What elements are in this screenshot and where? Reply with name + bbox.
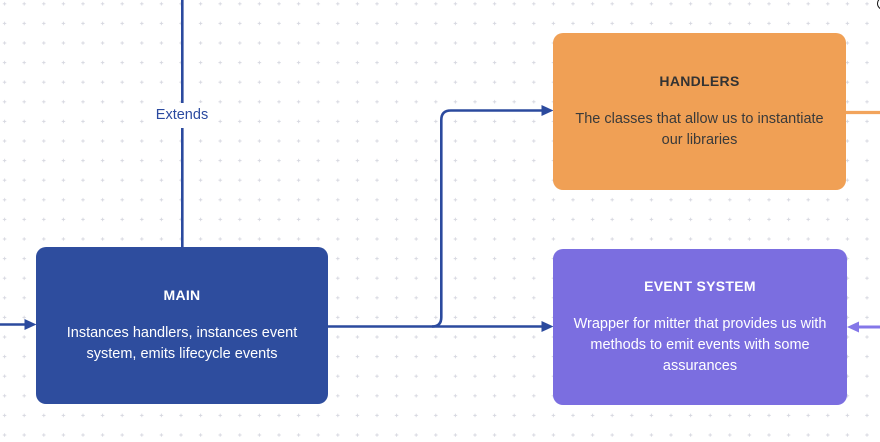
edge-main-to-handlers[interactable] [431, 105, 554, 328]
edge-label-extends[interactable]: Extends [148, 103, 216, 128]
node-main-body: Instances handlers, instances event syst… [66, 324, 298, 362]
edge-left-into-main[interactable] [0, 319, 37, 330]
node-main[interactable]: MAIN Instances handlers, instances event… [36, 247, 328, 404]
node-main-title: MAIN [163, 286, 201, 303]
node-handlers-title: HANDLERS [659, 72, 740, 89]
node-event-system[interactable]: EVENT SYSTEM Wrapper for mitter that pro… [553, 249, 847, 405]
edge-right-into-event-system[interactable] [847, 321, 880, 333]
node-event-system-body: Wrapper for mitter that provides us with… [573, 315, 827, 374]
node-handlers-body: The classes that allow us to instantiate… [575, 110, 824, 148]
node-event-system-title: EVENT SYSTEM [644, 277, 756, 294]
node-handlers[interactable]: HANDLERS The classes that allow us to in… [553, 33, 846, 190]
